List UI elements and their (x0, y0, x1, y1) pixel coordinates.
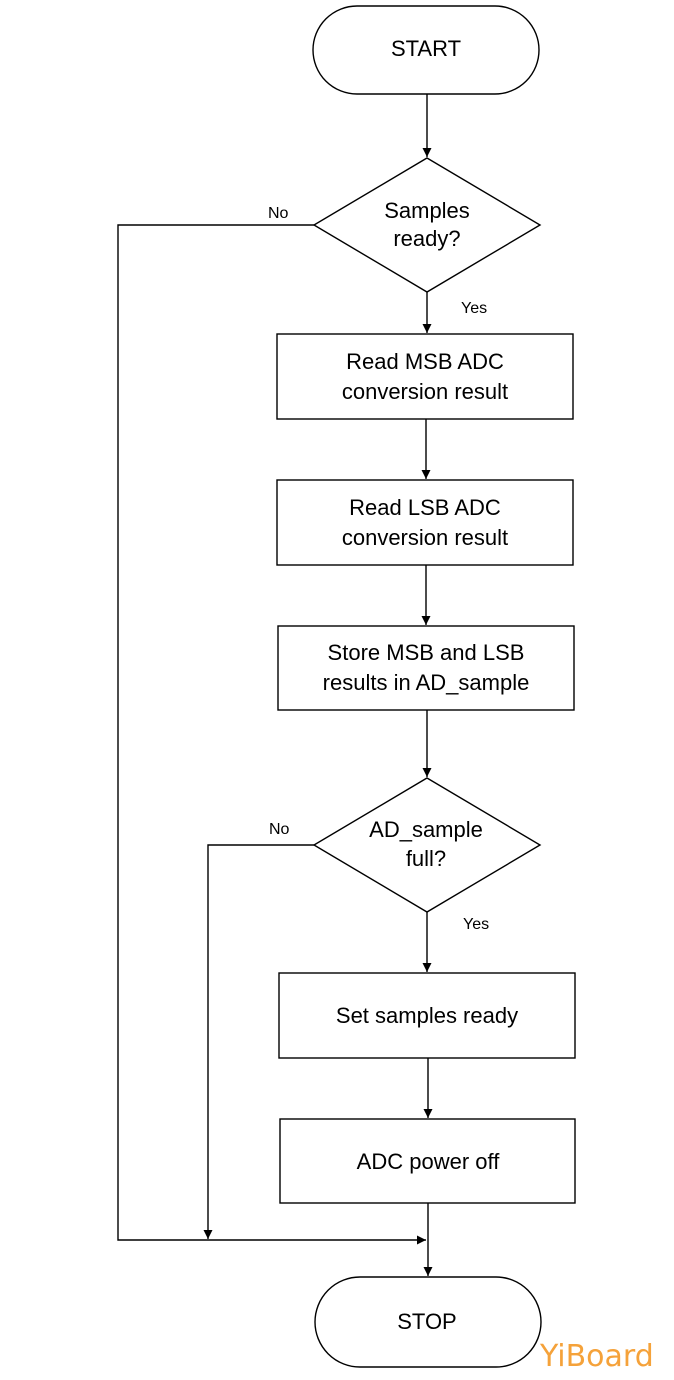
ad-sample-full-no-label: No (269, 821, 290, 838)
samples-ready-yes-label: Yes (461, 300, 487, 317)
ad-sample-full-yes-label: Yes (463, 916, 489, 933)
edge-ad-sample-full-no (203, 844, 314, 1239)
stop-terminator: STOP (314, 1276, 542, 1368)
read-lsb-line-2: conversion result (342, 525, 508, 550)
ad-sample-full-line-1: AD_sample (369, 817, 483, 842)
read-lsb-line-1: Read LSB ADC (349, 495, 501, 520)
stop-label: STOP (397, 1309, 457, 1334)
samples-ready-decision: Samples ready? (312, 157, 542, 293)
adc-power-off-process: ADC power off (279, 1118, 576, 1204)
set-samples-ready-label: Set samples ready (336, 1003, 518, 1028)
read-lsb-process: Read LSB ADC conversion result (276, 479, 574, 566)
read-msb-line-1: Read MSB ADC (346, 349, 504, 374)
read-msb-process: Read MSB ADC conversion result (276, 333, 574, 420)
samples-ready-line-2: ready? (393, 226, 460, 251)
ad-sample-full-decision: AD_sample full? (312, 777, 542, 913)
ad-sample-full-line-2: full? (406, 846, 446, 871)
read-msb-line-2: conversion result (342, 379, 508, 404)
store-line-2: results in AD_sample (323, 670, 530, 695)
set-samples-ready-process: Set samples ready (278, 972, 576, 1059)
edge-samples-ready-no (117, 224, 426, 1245)
watermark-logo: YiBoard (539, 1339, 654, 1374)
samples-ready-no-label: No (268, 205, 289, 222)
store-line-1: Store MSB and LSB (328, 640, 525, 665)
store-process: Store MSB and LSB results in AD_sample (277, 625, 575, 711)
adc-power-off-label: ADC power off (357, 1149, 501, 1174)
start-terminator: START (312, 5, 540, 95)
samples-ready-line-1: Samples (384, 198, 470, 223)
start-label: START (391, 36, 461, 61)
